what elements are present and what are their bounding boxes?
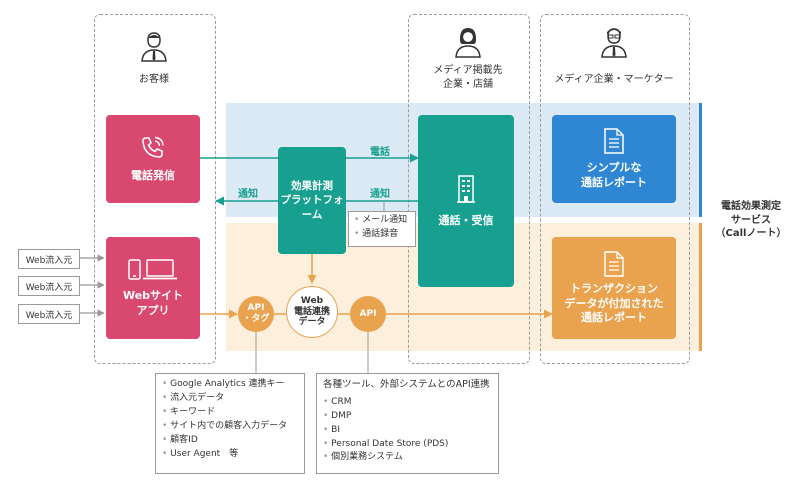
simple-report-line1: シンプルな	[586, 161, 642, 175]
marketer-column-title: メディア企業・マーケター	[554, 74, 674, 85]
web-box-line2: アプリ	[136, 304, 170, 317]
simple-report-box: シンプルな 通話レポート	[552, 115, 676, 203]
tag-data-item: 顧客ID	[162, 434, 298, 448]
tag-data-item: Google Analytics 連携キー	[162, 378, 298, 392]
service-title-line2: サービス	[731, 214, 771, 226]
platform-line2: プラットフォーム	[280, 194, 344, 221]
api-integration-item: Personal Date Store (PDS)	[323, 438, 492, 452]
api-integration-note: 各種ツール、外部システムとのAPI連携 CRM DMP BI Personal …	[316, 373, 499, 474]
customer-column-title: お客様	[139, 74, 169, 85]
api-tag-line1: API	[247, 303, 265, 314]
customer-person-icon	[141, 32, 167, 62]
tag-data-item: サイト内での顧客入力データ	[162, 420, 298, 434]
transaction-report-box: トランザクション データが付加された 通話レポート	[552, 237, 676, 339]
marketer-column	[540, 14, 690, 364]
building-icon	[457, 174, 475, 203]
media-column-title: メディア掲載先 企業・店舗	[408, 64, 528, 91]
document-icon	[604, 250, 624, 277]
tag-data-note: Google Analytics 連携キー 流入元データ キーワード サイト内で…	[155, 373, 305, 474]
api-integration-item: BI	[323, 424, 492, 438]
call-box-label: 電話発信	[131, 168, 175, 182]
media-person-icon	[455, 28, 481, 58]
notify-note-item: メール通知	[354, 214, 410, 228]
api-integration-item: DMP	[323, 410, 492, 424]
service-bar-orange	[699, 223, 702, 351]
platform-line1: 効果計測	[291, 180, 333, 193]
marketer-person-icon	[601, 28, 627, 58]
web-source-1: Web流入元	[18, 249, 80, 269]
api-integration-item: 個別業務システム	[323, 451, 492, 465]
platform-box: 効果計測 プラットフォーム	[278, 147, 346, 254]
media-column	[408, 14, 530, 364]
notify-right-label: 通知	[370, 189, 390, 200]
api-tag-circle: API ・タグ	[238, 296, 274, 332]
transaction-report-line3: 通話レポート	[581, 311, 647, 325]
notify-note-item: 通話録音	[354, 228, 410, 242]
api-circle: API	[350, 296, 386, 332]
media-title-line1: メディア掲載先	[433, 65, 503, 76]
web-source-3: Web流入元	[18, 304, 80, 324]
api-integration-title: 各種ツール、外部システムとのAPI連携	[323, 379, 490, 390]
customer-column	[94, 14, 216, 364]
phone-icon	[142, 136, 164, 158]
web-box-line1: Webサイト	[122, 289, 184, 303]
call-box: 電話発信	[106, 115, 200, 203]
web-box: Webサイト アプリ	[106, 237, 200, 339]
service-title-line1: 電話効果測定	[721, 201, 781, 212]
devices-icon	[128, 259, 177, 280]
media-title-line2: 企業・店舗	[443, 78, 493, 90]
api-tag-line2: ・タグ	[242, 314, 270, 324]
notify-left-label: 通知	[238, 189, 258, 200]
web-call-data-circle: Web 電話連携 データ	[286, 286, 338, 338]
document-icon	[604, 128, 624, 154]
service-title-line3: （Callノート）	[715, 228, 787, 239]
simple-report-line2: 通話レポート	[581, 176, 647, 189]
api-circle-label: API	[359, 308, 377, 319]
transaction-report-line2: データが付加された	[564, 296, 664, 310]
web-call-line2: 電話連携	[293, 306, 330, 317]
tag-data-item: キーワード	[162, 406, 298, 420]
web-call-line3: データ	[298, 317, 326, 328]
service-bar-blue	[699, 103, 702, 217]
receive-box: 通話・受信	[418, 115, 514, 287]
call-flow-label: 電話	[370, 147, 390, 158]
tag-data-item: 流入元データ	[162, 392, 298, 406]
tag-data-item: User Agent 等	[162, 448, 298, 462]
transaction-report-line1: トランザクション	[570, 281, 658, 295]
service-title: 電話効果測定 サービス （Callノート）	[706, 200, 796, 241]
receive-box-label: 通話・受信	[438, 213, 494, 227]
web-source-2: Web流入元	[18, 276, 80, 296]
notify-note: メール通知 通話録音	[348, 211, 416, 247]
api-integration-item: CRM	[323, 396, 492, 410]
web-call-line1: Web	[300, 295, 324, 306]
